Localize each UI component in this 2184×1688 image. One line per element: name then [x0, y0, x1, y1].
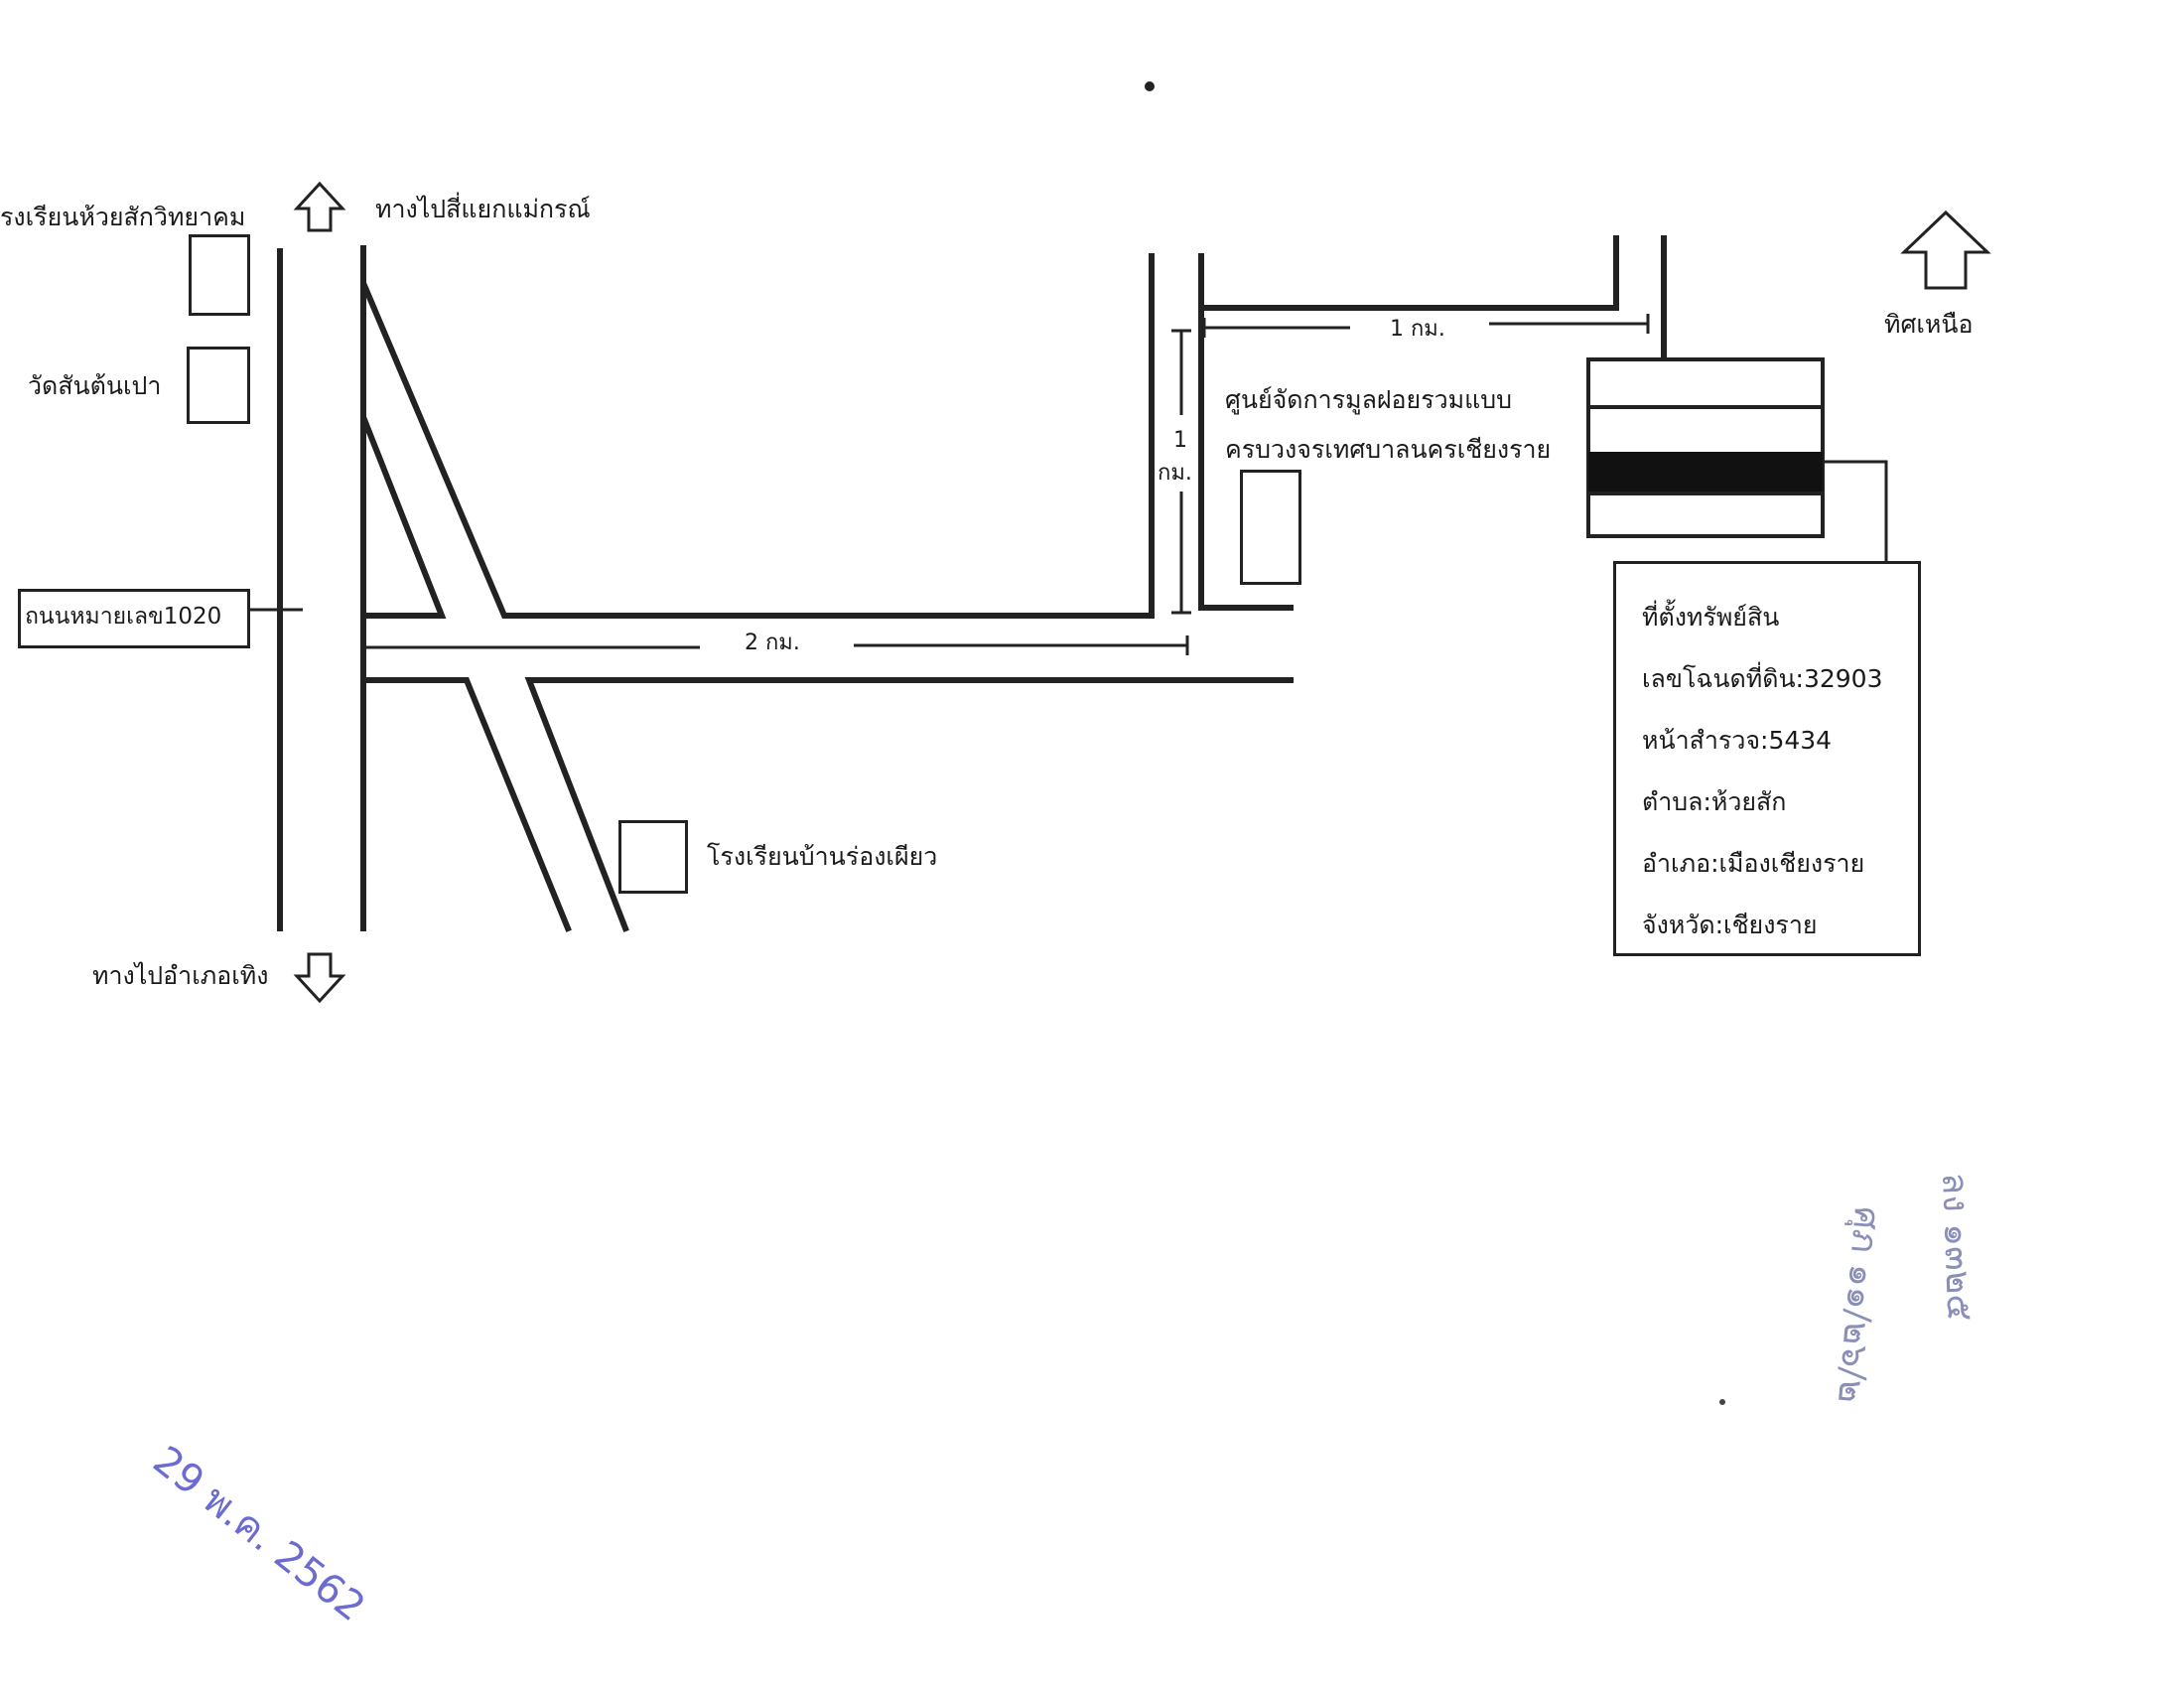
lower-road-edge-b: [524, 677, 1294, 932]
property-survey: หน้าสำรวจ:5434: [1642, 726, 1833, 755]
lower-road-edge-a: [360, 677, 572, 932]
label-to-amphoe: ทางไปอำเภอเทิง: [92, 961, 269, 990]
parcel-shaded-row: [1588, 452, 1823, 493]
building-school-rongphiao: [618, 820, 688, 894]
label-school-huaysak: รงเรียนห้วยสักวิทยาคม: [0, 203, 246, 231]
property-amphoe: อำเภอ:เมืองเชียงราย: [1642, 849, 1865, 878]
north-spur-west: [1198, 253, 1294, 611]
building-waste-center: [1240, 470, 1301, 585]
distance-vertical-number: 1: [1173, 428, 1187, 453]
property-province: จังหวัด:เชียงราย: [1642, 911, 1818, 939]
distance-main: 2 กม.: [745, 631, 800, 655]
handwritten-note-1: ลง ๑๓๒๕: [1934, 1172, 1980, 1323]
building-school-huaysak: [189, 234, 250, 316]
property-title: ที่ตั้งทรัพย์สิน: [1642, 603, 1780, 632]
label-north: ทิศเหนือ: [1884, 310, 1974, 339]
building-wat-santonpao: [187, 347, 250, 424]
distance-vertical-unit: กม.: [1158, 461, 1192, 486]
label-wat-santonpao: วัดสันต้นเปา: [28, 371, 162, 400]
speck-dot: [1145, 81, 1155, 91]
highway-label-box: ถนนหมายเลข1020: [18, 589, 250, 648]
property-parcel: [1586, 357, 1825, 538]
label-waste-center-line2: ครบวงจรเทศบาลนครเชียงราย: [1225, 435, 1552, 464]
arrow-up-icon: [293, 181, 346, 232]
property-deed: เลขโฉนดที่ดิน:32903: [1642, 664, 1883, 693]
label-waste-center-line1: ศูนย์จัดการมูลฝอยรวมแบบ: [1225, 385, 1513, 414]
label-school-rongphiao: โรงเรียนบ้านร่องเผียว: [707, 842, 938, 871]
distance-top: 1 กม.: [1390, 317, 1445, 342]
triangle-island: [360, 415, 447, 619]
speck-dot: [1719, 1399, 1725, 1405]
diagonal-road-upper-edge: [360, 245, 1155, 619]
arrow-down-icon: [293, 952, 346, 1004]
north-spur-top: [1198, 235, 1619, 311]
highway-label: ถนนหมายเลข1020: [25, 604, 222, 630]
property-info-box: ที่ตั้งทรัพย์สิน เลขโฉนดที่ดิน:32903 หน้…: [1613, 561, 1921, 956]
property-connector: [1823, 460, 1888, 562]
north-arrow-icon: [1900, 210, 1991, 290]
label-to-intersection: ทางไปสี่แยกแม่กรณ์: [375, 195, 591, 223]
property-tambon: ตำบล:ห้วยสัก: [1642, 787, 1787, 816]
